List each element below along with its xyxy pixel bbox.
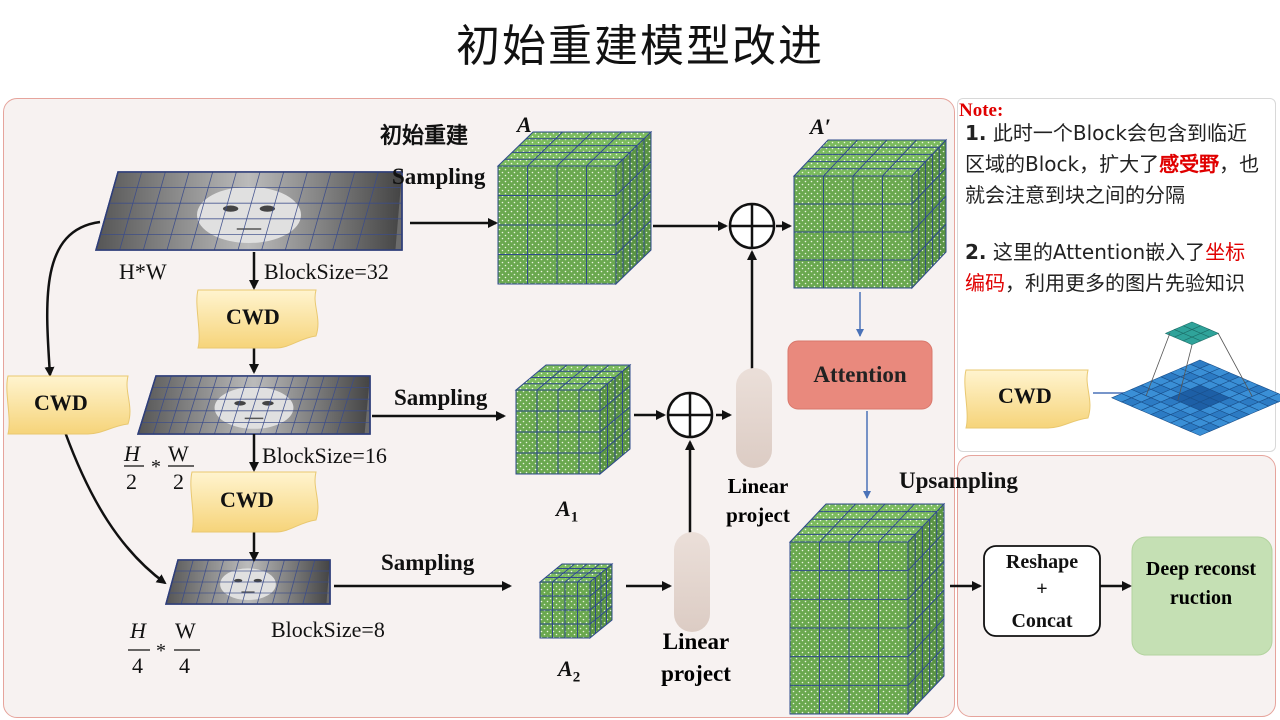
times-2: * (156, 640, 166, 662)
cube-A2-label: A2 (558, 656, 580, 686)
cube-A1-subscript: 1 (570, 509, 579, 526)
panel-label: 初始重建 (380, 124, 469, 149)
note-item-1: 1. 此时一个Block会包含到临近区域的Block，扩大了感受野，也就会注意到… (965, 118, 1265, 211)
attention-label: Attention (813, 362, 907, 387)
note-item-2-text-b: ，利用更多的图片先验知识 (1005, 271, 1245, 295)
note-item-1-highlight: 感受野 (1159, 152, 1220, 176)
fraction-w-over-2-num: W (168, 441, 189, 466)
cube-A (496, 130, 653, 286)
cube-upsampled (788, 502, 946, 716)
arrow-face-to-cwd-side (44, 220, 101, 377)
sum-circle-1 (728, 202, 776, 250)
note-item-2-number: 2. (965, 240, 987, 264)
linear-project-block-2 (674, 532, 710, 632)
linear-project-label-2: Linear project (661, 629, 731, 686)
cwd-label-side: CWD (34, 390, 88, 415)
blocksize-16-label: BlockSize=16 (262, 443, 387, 468)
note-item-2: 2. 这里的Attention嵌入了坐标编码，利用更多的图片先验知识 (965, 237, 1265, 299)
cwd-block-side (6, 375, 131, 435)
fraction-h-over-2-num: H (124, 441, 140, 466)
cwd-label-1: CWD (226, 304, 280, 329)
fraction-h-over-4-den: 4 (132, 653, 143, 678)
plus-label: + (1036, 578, 1048, 600)
note-cwd-label: CWD (998, 383, 1052, 408)
sampling-label-1: Sampling (392, 164, 486, 189)
upsampling-label: Upsampling (899, 468, 1018, 493)
cube-A2 (538, 562, 614, 640)
cube-A-prime (792, 138, 948, 290)
cube-A2-letter: A (558, 656, 573, 681)
deep-reconstruction-block (1131, 536, 1273, 656)
note-title: Note: (959, 100, 1004, 121)
face-image-small (165, 559, 331, 605)
reshape-label: Reshape (1005, 551, 1079, 573)
note-item-1-number: 1. (965, 121, 987, 145)
deep-reconstruction-label: Deep reconstruction (1145, 558, 1257, 609)
note-item-1-text-b: ，也就会注意到块之间的分隔 (965, 152, 1260, 207)
cube-A1-label: A1 (556, 496, 578, 526)
note-item-2-highlight: 坐标编码 (965, 240, 1246, 295)
page-title: 初始重建模型改进 (456, 21, 824, 72)
times-1: * (151, 456, 161, 478)
note-grid-illustration (1111, 321, 1280, 436)
cube-A-label: A (517, 112, 532, 137)
fraction-h-over-4-num: H (130, 618, 146, 643)
sampling-label-3: Sampling (381, 550, 475, 575)
fraction-h-over-2-den: 2 (126, 469, 137, 494)
concat-label: Concat (1011, 610, 1073, 632)
cube-A2-subscript: 2 (572, 669, 581, 686)
reshape-concat-block (983, 545, 1101, 637)
arrow-cwd-side-to-face3 (63, 431, 167, 585)
sampling-label-2: Sampling (394, 385, 488, 410)
fraction-w-over-2-den: 2 (173, 469, 184, 494)
cwd-block-note (964, 369, 1091, 429)
attention-block (787, 340, 933, 410)
fraction-w-over-4-num: W (175, 618, 196, 643)
blocksize-8-label: BlockSize=8 (271, 617, 385, 642)
face-image-medium (136, 375, 371, 435)
cube-A1 (514, 363, 632, 476)
cwd-label-2: CWD (220, 487, 274, 512)
note-item-1-text-a: 此时一个Block会包含到临近区域的Block，扩大了 (965, 121, 1247, 176)
cube-A1-letter: A (556, 496, 571, 521)
sum-circle-2 (666, 391, 714, 439)
cube-A-prime-label: A′ (810, 114, 831, 139)
cwd-block-2 (190, 471, 319, 533)
cwd-block-1 (196, 289, 319, 349)
fraction-w-over-4-den: 4 (179, 653, 190, 678)
blocksize-32-label: BlockSize=32 (264, 259, 389, 284)
hw-label: H*W (119, 259, 167, 284)
face-image-large (95, 171, 403, 251)
linear-project-block-1 (736, 368, 772, 468)
note-item-2-text-a: 这里的Attention嵌入了 (992, 240, 1206, 264)
linear-project-label-1: Linear project (726, 474, 790, 527)
